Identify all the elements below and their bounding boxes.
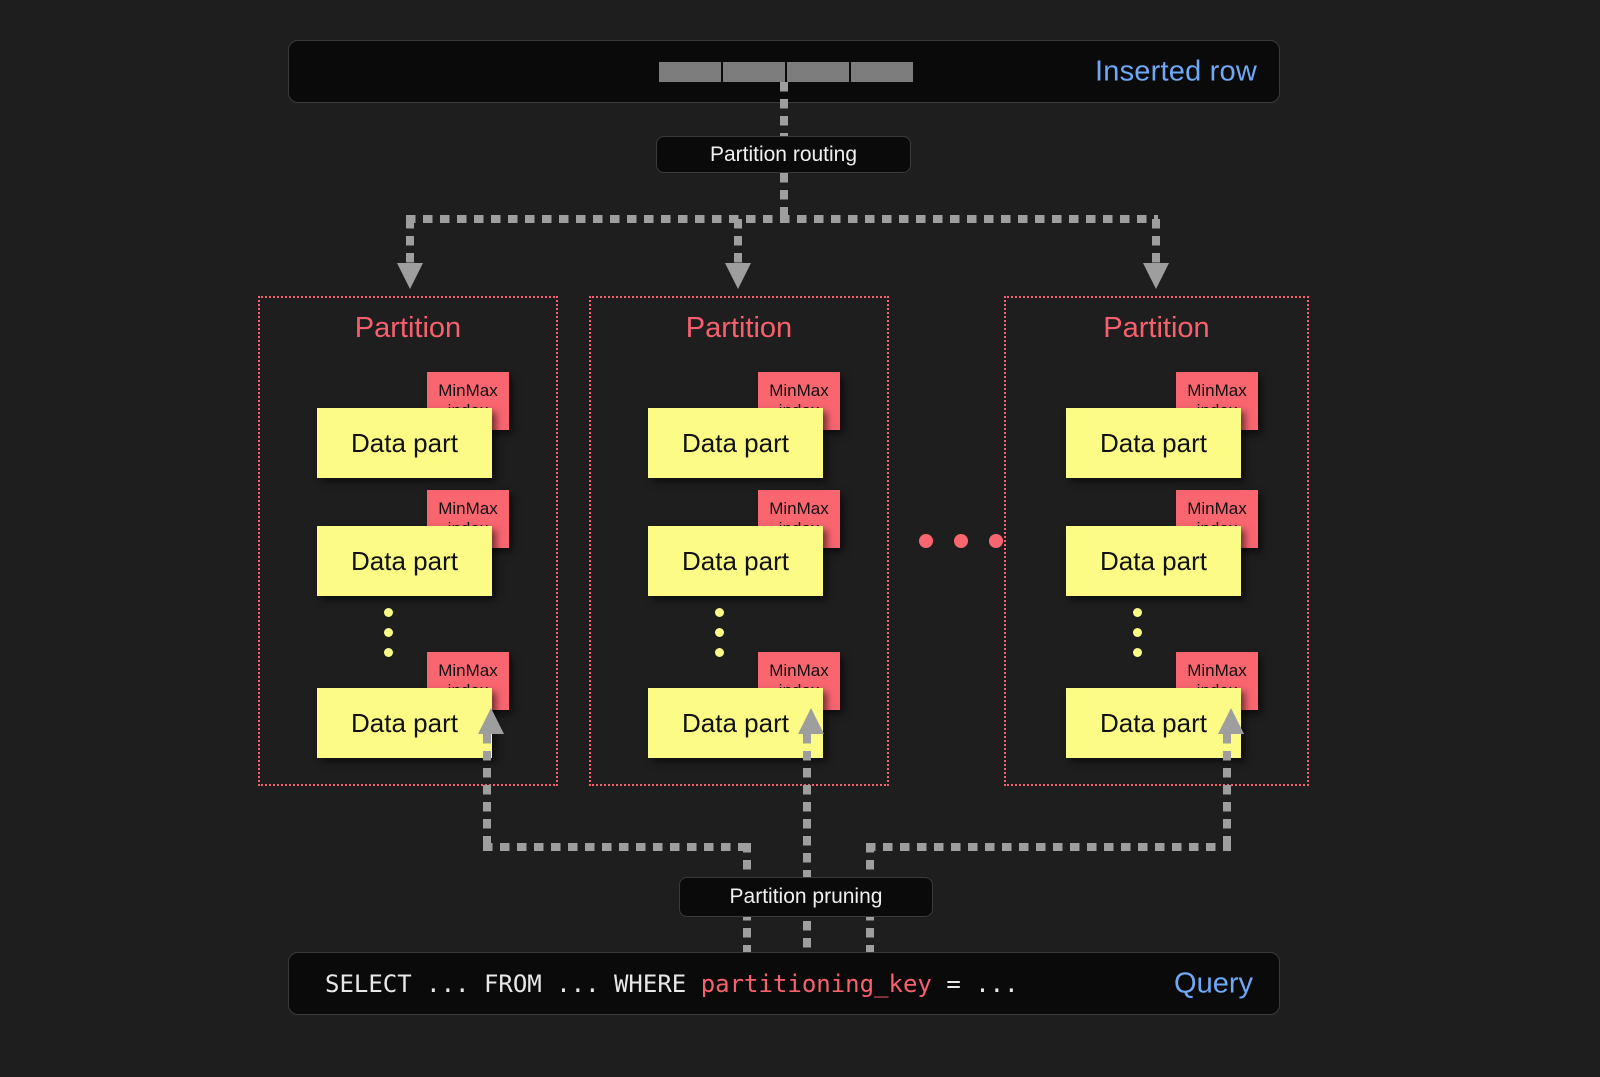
ellipsis-dot [919, 534, 933, 548]
partition-routing-box: Partition routing [656, 136, 911, 173]
partition-title: Partition [354, 312, 462, 344]
partition-title: Partition [685, 312, 793, 344]
partition-box-0: Partition MinMax index Data part MinMax … [258, 296, 558, 786]
minmax-index-line1: MinMax [438, 499, 498, 519]
partition-box-2: Partition MinMax index Data part MinMax … [1004, 296, 1309, 786]
row-cell [659, 61, 721, 82]
data-part-box: Data part [648, 408, 823, 478]
part-group: MinMax index Data part [648, 372, 898, 478]
data-part-box: Data part [1066, 408, 1241, 478]
connector-prune-center-1 [803, 734, 811, 952]
data-part-box: Data part [1066, 688, 1241, 758]
partition-title: Partition [1103, 312, 1210, 344]
part-group: MinMax index Data part [1066, 372, 1316, 478]
ellipsis-dot [1133, 628, 1142, 637]
data-part-box: Data part [1066, 526, 1241, 596]
ellipsis-dot [989, 534, 1003, 548]
vertical-ellipsis [1133, 608, 1143, 657]
ellipsis-dot [384, 628, 393, 637]
minmax-index-line1: MinMax [769, 381, 829, 401]
part-group: MinMax index Data part [1066, 652, 1316, 758]
partition-box-1: Partition MinMax index Data part MinMax … [589, 296, 889, 786]
inserted-row-cells [659, 61, 913, 82]
data-part-box: Data part [317, 526, 492, 596]
minmax-index-line1: MinMax [769, 661, 829, 681]
row-cell [723, 61, 785, 82]
ellipsis-dot [1133, 648, 1142, 657]
minmax-index-line1: MinMax [438, 381, 498, 401]
query-bar: SELECT ... FROM ... WHERE partitioning_k… [288, 952, 1280, 1015]
connector-drop-0 [406, 219, 414, 267]
row-cell [787, 61, 849, 82]
data-part-box: Data part [317, 688, 492, 758]
arrow-down-partition-1 [725, 263, 751, 289]
connector-prune-up-0 [483, 734, 491, 847]
connector-drop-1 [734, 219, 742, 267]
minmax-index-line1: MinMax [438, 661, 498, 681]
query-text: SELECT ... FROM ... WHERE partitioning_k… [325, 970, 1019, 998]
connector-drop-2 [1152, 219, 1160, 267]
inserted-row-label: Inserted row [1095, 55, 1257, 87]
part-group: MinMax index Data part [648, 652, 898, 758]
partition-pruning-box: Partition pruning [679, 877, 933, 917]
ellipsis-dot [715, 608, 724, 617]
arrow-down-partition-2 [1143, 263, 1169, 289]
connector-prune-up-2 [1223, 734, 1231, 847]
ellipsis-dot [954, 534, 968, 548]
inserted-row-bar: Inserted row [288, 40, 1280, 103]
ellipsis-dot [384, 608, 393, 617]
part-group: MinMax index Data part [317, 372, 567, 478]
connector-prune-h-2 [866, 843, 1231, 851]
minmax-index-line1: MinMax [769, 499, 829, 519]
query-label: Query [1174, 967, 1253, 999]
arrow-up-partition-1 [798, 708, 824, 734]
data-part-box: Data part [648, 526, 823, 596]
query-suffix: = ... [931, 969, 1019, 998]
part-group: MinMax index Data part [1066, 490, 1316, 596]
row-cell [851, 61, 913, 82]
connector-prune-h-0 [483, 843, 751, 851]
part-group: MinMax index Data part [317, 490, 567, 596]
connector-routing-bus [406, 215, 1158, 223]
minmax-index-line1: MinMax [1187, 661, 1247, 681]
arrow-up-partition-0 [478, 708, 504, 734]
minmax-index-line1: MinMax [1187, 381, 1247, 401]
partition-routing-label: Partition routing [709, 142, 858, 166]
minmax-index-line1: MinMax [1187, 499, 1247, 519]
vertical-ellipsis [715, 608, 725, 657]
data-part-box: Data part [317, 408, 492, 478]
ellipsis-dot [384, 648, 393, 657]
data-part-box: Data part [648, 688, 823, 758]
partition-pruning-label: Partition pruning [729, 885, 883, 908]
arrow-up-partition-2 [1218, 708, 1244, 734]
query-partitioning-key: partitioning_key [700, 969, 932, 998]
arrow-down-partition-0 [397, 263, 423, 289]
connector-row-to-routing [780, 82, 788, 138]
ellipsis-dot [1133, 608, 1142, 617]
ellipsis-dot [715, 628, 724, 637]
part-group: MinMax index Data part [648, 490, 898, 596]
ellipsis-dot [715, 648, 724, 657]
query-prefix: SELECT ... FROM ... WHERE [325, 969, 701, 998]
part-group: MinMax index Data part [317, 652, 567, 758]
between-partitions-ellipsis [919, 534, 1003, 548]
vertical-ellipsis [384, 608, 394, 657]
connector-routing-down [780, 173, 788, 219]
